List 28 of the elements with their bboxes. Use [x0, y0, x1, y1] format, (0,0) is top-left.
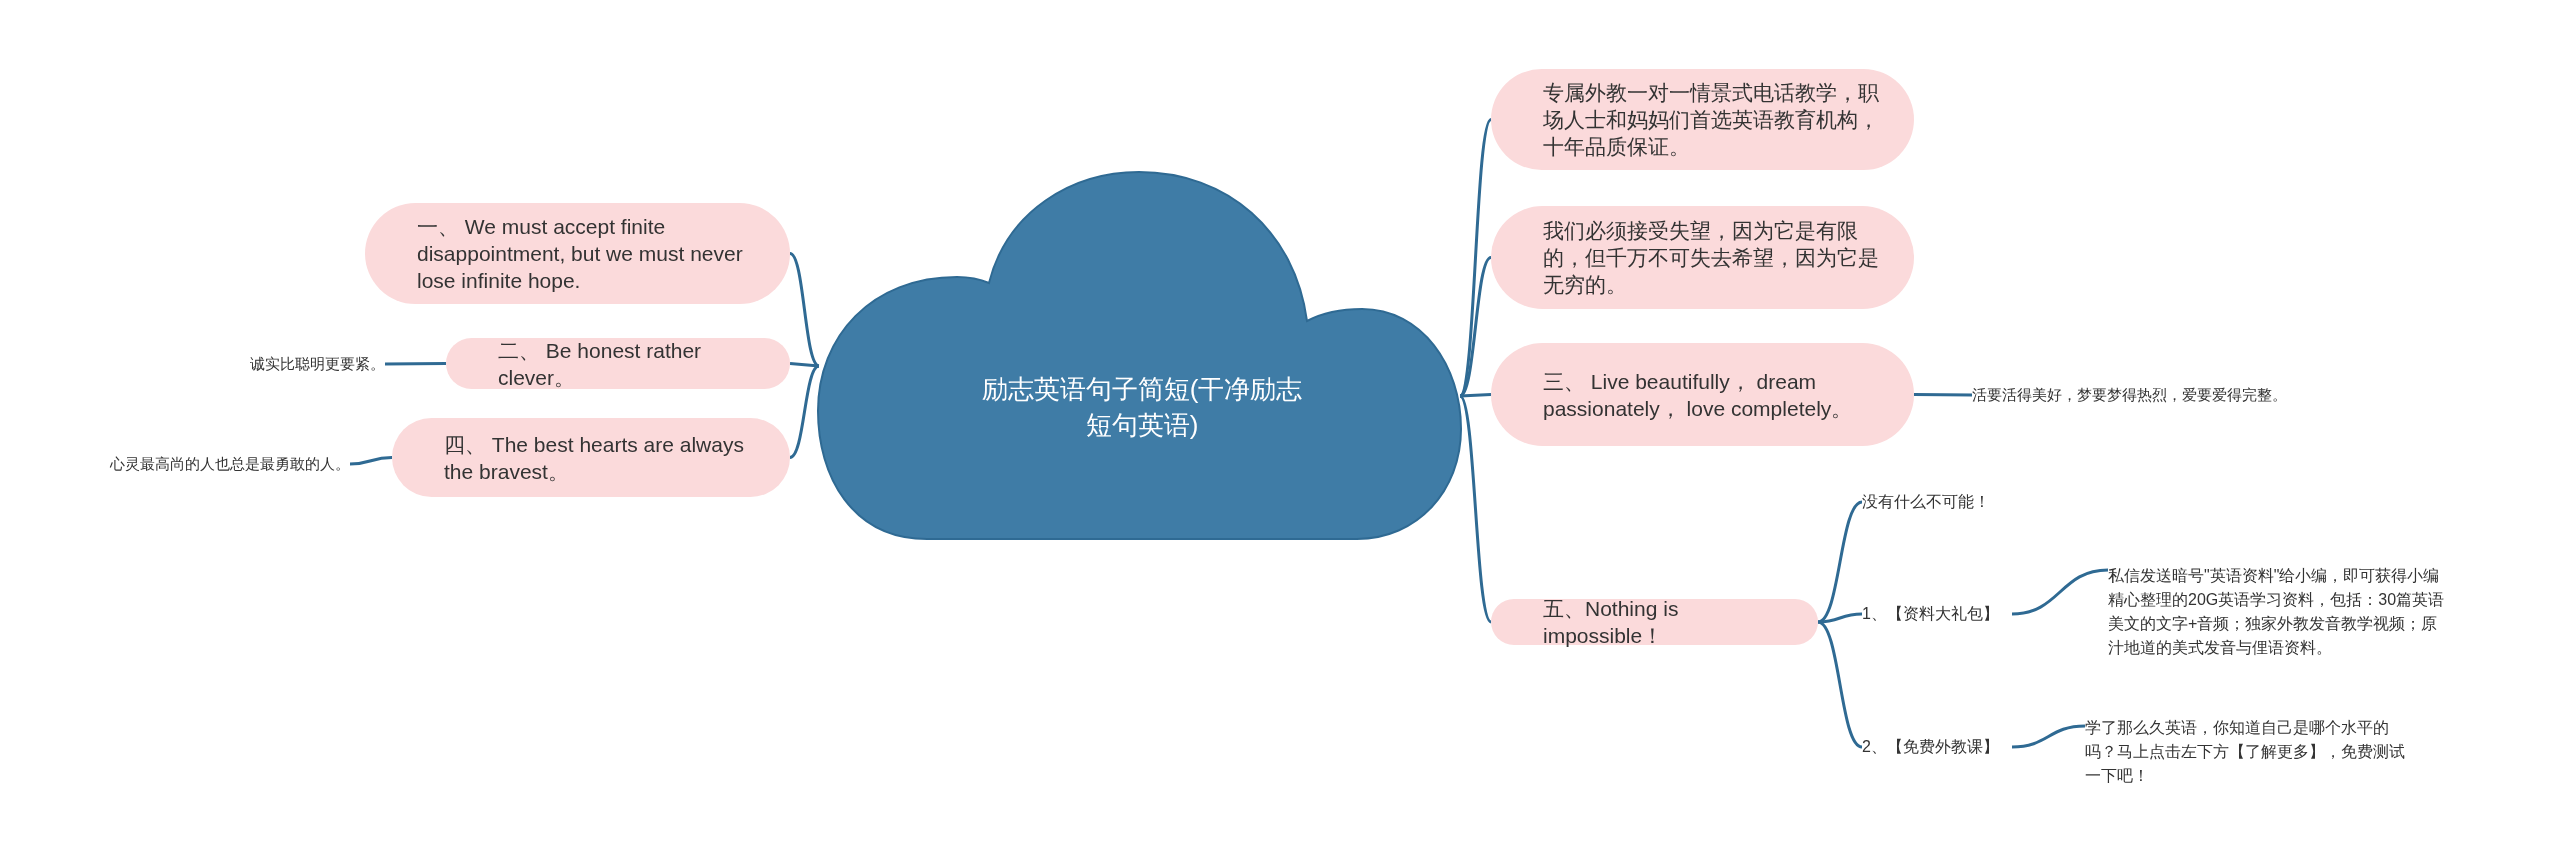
- connector-line: [1459, 393, 1492, 398]
- note-text: 活要活得美好，梦要梦得热烈，爱要爱得完整。: [1972, 372, 2322, 418]
- note-text: 1、【资料大礼包】: [1862, 600, 2012, 628]
- connector-line: [385, 362, 446, 366]
- topic-box: 专属外教一对一情景式电话教学，职场人士和妈妈们首选英语教育机构，十年品质保证。: [1491, 69, 1914, 170]
- topic-box: 三、 Live beautifully， dream passionately， love completely。: [1491, 343, 1914, 446]
- topic-box: 五、Nothing is impossible！: [1491, 599, 1818, 645]
- connector-line: [1458, 118, 1493, 397]
- topic-box: 一、 We must accept finite disappointment, but we must never lose infinite hope.: [365, 203, 790, 304]
- central-topic-cloud: 励志英语句子简短(干净励志短句英语): [817, 171, 1462, 541]
- topic-box: 二、 Be honest rather clever。: [446, 338, 790, 389]
- connector-line: [2011, 724, 2086, 749]
- note-text: 诚实比聪明更要紧。: [230, 350, 385, 378]
- connector-line: [1817, 612, 1863, 624]
- note-text: 私信发送暗号"英语资料"给小编，即可获得小编精心整理的20G英语学习资料，包括：30篇英语美文的文字+音频；独家外教发音教学视频；原汁地道的美式发音与俚语资料。: [2108, 556, 2448, 668]
- connector-line: [1458, 395, 1493, 623]
- note-text: 学了那么久英语，你知道自己是哪个水平的吗？马上点击左下方【了解更多】，免费测试一下吧！: [2085, 712, 2415, 792]
- connector-line: [1817, 620, 1863, 749]
- connector-line: [789, 364, 820, 459]
- note-text: 没有什么不可能！: [1862, 488, 2022, 516]
- topic-box: 四、 The best hearts are always the bravest。: [392, 418, 790, 497]
- connector-line: [349, 456, 393, 466]
- connector-line: [2011, 568, 2109, 616]
- topic-box: 我们必须接受失望，因为它是有限的，但千万不可失去希望，因为它是无穷的。: [1491, 206, 1914, 309]
- note-text: 心灵最高尚的人也总是最勇敢的人。: [80, 450, 350, 478]
- connector-line: [1914, 393, 1972, 397]
- connector-line: [789, 362, 820, 368]
- note-text: 2、【免费外教课】: [1862, 733, 2012, 761]
